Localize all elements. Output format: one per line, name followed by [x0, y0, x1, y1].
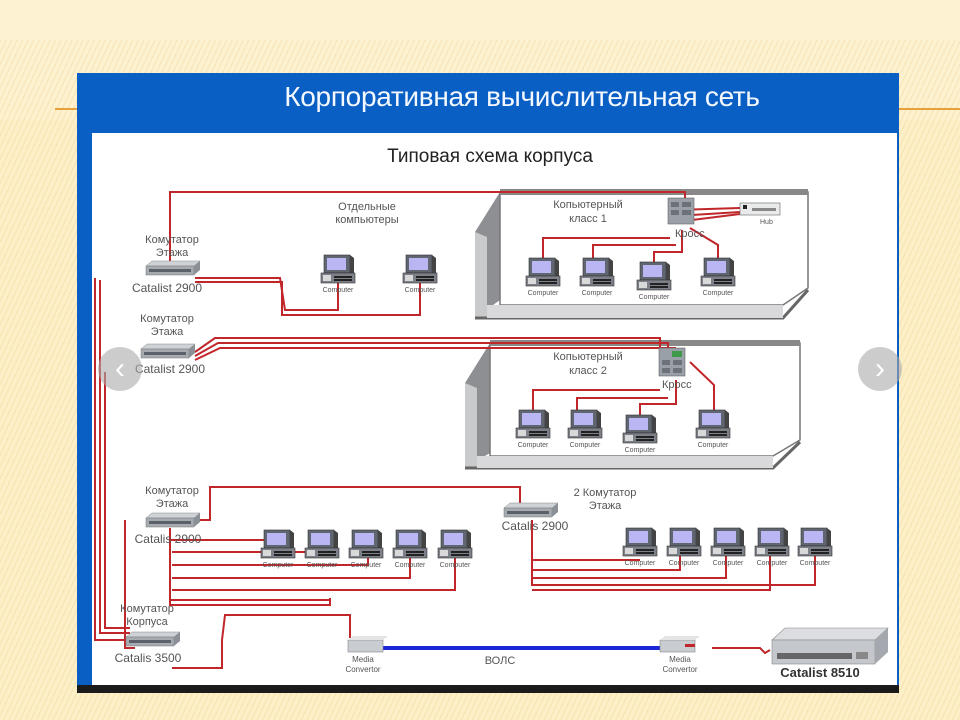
hub-device [739, 202, 781, 216]
header-rule-left [55, 108, 85, 110]
computer-label: Computer [263, 562, 294, 569]
media-converter-1-label: Media [352, 655, 374, 664]
computer-icon [695, 409, 731, 439]
computer-label: Computer [625, 447, 656, 454]
media-converter-2-label-2: Convertor [662, 665, 697, 674]
switch-1-title: Комутатор [145, 234, 199, 246]
computer-icon [392, 529, 428, 559]
switch-1-icon [145, 260, 201, 276]
room-2-label-2: класс 2 [569, 365, 607, 377]
computer-icon [260, 529, 296, 559]
switch-4-model: Catalis 2900 [502, 519, 569, 533]
computer-icon [525, 257, 561, 287]
core-switch-subtitle: Корпуса [126, 616, 168, 628]
media-converter-1-label-2: Convertor [345, 665, 380, 674]
core-switch-model: Catalis 3500 [115, 651, 182, 665]
diagram-subtitle: Типовая схема корпуса [387, 146, 593, 167]
computer-label: Computer [518, 442, 549, 449]
media-converter-2-label: Media [669, 655, 691, 664]
room-2 [465, 340, 802, 470]
switch-4-subtitle: Этажа [589, 500, 622, 512]
computer-label: Computer [800, 560, 831, 567]
computer-icon [754, 527, 790, 557]
computer-label: Computer [351, 562, 382, 569]
computer-label: Computer [757, 560, 788, 567]
computer-icon [579, 257, 615, 287]
media-converter-2 [659, 636, 700, 653]
computer-label: Computer [625, 560, 656, 567]
computer-icon [515, 409, 551, 439]
computer-icon [700, 257, 736, 287]
chevron-right-icon: › [875, 352, 885, 385]
image-bottom-band [77, 685, 899, 693]
switch-3-subtitle: Этажа [156, 498, 189, 510]
computer-label: Computer [713, 560, 744, 567]
computer-icon [636, 261, 672, 291]
hub-label: Hub [760, 219, 773, 226]
header-rule-right [895, 108, 960, 110]
cross-1-label: Кросс [675, 228, 705, 240]
computer-label: Computer [582, 290, 613, 297]
switch-2-model: Catalist 2900 [135, 362, 205, 376]
chevron-left-icon: ‹ [115, 352, 125, 385]
computer-icon [348, 529, 384, 559]
next-slide-button[interactable]: › [858, 347, 902, 391]
computer-label: Computer [669, 560, 700, 567]
switch-2-title: Комутатор [140, 313, 194, 325]
room-1-label-2: класс 1 [569, 213, 607, 225]
switch-3-icon [145, 512, 201, 528]
switch-4-title: 2 Комутатор [574, 487, 637, 499]
switch-1-model: Catalist 2900 [132, 281, 202, 295]
computer-icon [622, 414, 658, 444]
computer-icon [797, 527, 833, 557]
switch-1-subtitle: Этажа [156, 247, 189, 259]
room-2-label: Копьютерный [553, 351, 623, 363]
computer-label: Computer [307, 562, 338, 569]
computer-label: Computer [703, 290, 734, 297]
computer-icon [402, 254, 438, 284]
computer-label: Computer [395, 562, 426, 569]
standalone-label-2: компьютеры [335, 214, 398, 226]
switch-2-icon [140, 343, 196, 359]
computer-label: Computer [698, 442, 729, 449]
computer-label: Computer [570, 442, 601, 449]
computer-label: Computer [405, 287, 436, 294]
computer-icon [567, 409, 603, 439]
computer-icon [437, 529, 473, 559]
switch-3-title: Комутатор [145, 485, 199, 497]
core-switch-title: Комутатор [120, 603, 174, 615]
cross-2-label: Кросс [662, 379, 692, 391]
previous-slide-button[interactable]: ‹ [98, 347, 142, 391]
slide-title-text: Корпоративная вычислительная сеть [284, 81, 760, 112]
fiber-label: ВОЛС [485, 655, 516, 667]
computer-icon [666, 527, 702, 557]
computer-icon [710, 527, 746, 557]
cross-panel-1 [667, 197, 695, 225]
computer-icon [320, 254, 356, 284]
computer-label: Computer [323, 287, 354, 294]
switch-4-icon [503, 502, 559, 518]
switch-3-model: Catalis 2900 [135, 532, 202, 546]
cross-panel-2 [658, 347, 686, 377]
backbone-switch-model: Catalist 8510 [780, 665, 860, 680]
slide-title: Корпоративная вычислительная сеть [77, 81, 899, 113]
core-switch-icon [125, 631, 181, 647]
standalone-label: Отдельные [338, 201, 396, 213]
backbone-switch-icon [771, 627, 889, 665]
switch-2-subtitle: Этажа [151, 326, 184, 338]
computer-label: Computer [440, 562, 471, 569]
media-converter-1 [347, 636, 388, 653]
computer-icon [304, 529, 340, 559]
computer-label: Computer [528, 290, 559, 297]
room-1-label: Копьютерный [553, 199, 623, 211]
computer-label: Computer [639, 294, 670, 301]
computer-icon [622, 527, 658, 557]
